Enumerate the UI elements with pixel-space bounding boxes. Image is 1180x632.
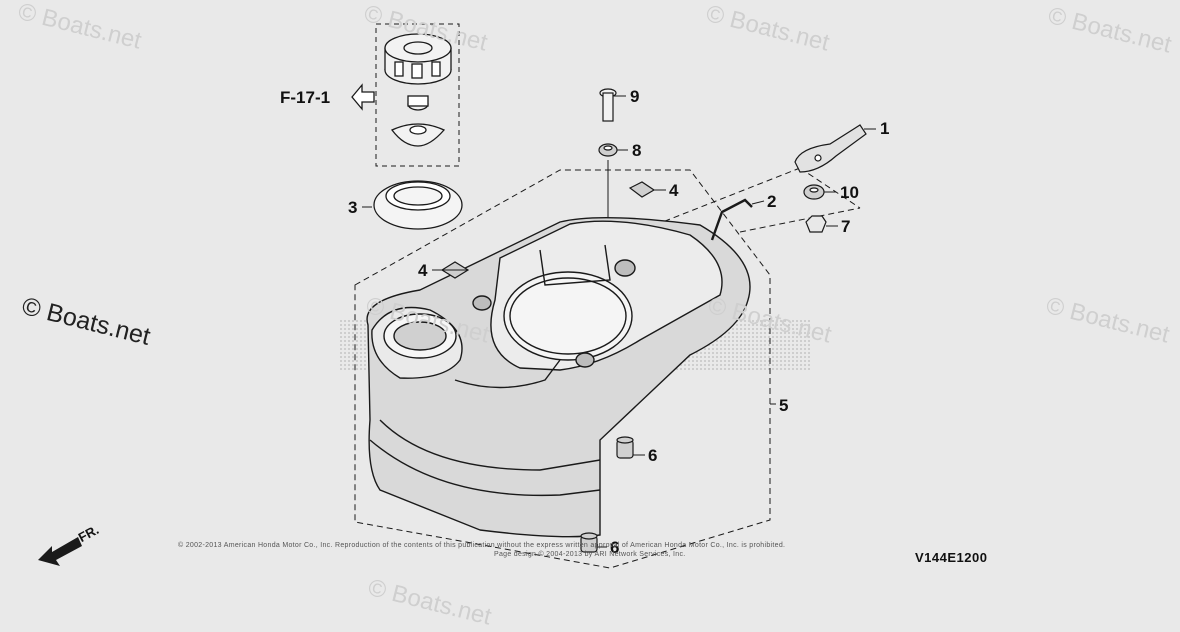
- callout-4-lower: 4: [418, 261, 428, 280]
- callout-7: 7: [841, 217, 851, 236]
- reference-arrow: [351, 83, 375, 111]
- grommet-part-3: [373, 180, 463, 230]
- copyright-notice: © 2002-2013 American Honda Motor Co., In…: [178, 542, 786, 549]
- grommet-part-6-lower: [580, 532, 598, 553]
- front-direction-arrow: [38, 537, 82, 566]
- callout-6-upper: 6: [648, 446, 658, 465]
- bolt-part-9: [599, 88, 617, 122]
- callout-3: 3: [348, 198, 358, 217]
- leader-lines: [362, 95, 876, 548]
- diagram-code: V144E1200: [915, 550, 988, 565]
- callout-8: 8: [632, 141, 642, 160]
- grommet-part-6-upper: [616, 436, 634, 459]
- callout-1: 1: [880, 119, 890, 138]
- fuel-cap: [384, 33, 452, 147]
- callout-2: 2: [767, 192, 777, 211]
- callout-4-upper: 4: [669, 181, 679, 200]
- callout-6-lower: 6: [610, 538, 620, 557]
- page-design-notice: Page design © 2004-2013 by ARI Network S…: [494, 551, 686, 558]
- upper-cover-part-5: [366, 216, 751, 538]
- cap-assembly-box: [375, 23, 460, 167]
- lever-part-1: [794, 124, 867, 173]
- diagram-drawing: [38, 23, 876, 569]
- callout-9: 9: [630, 87, 640, 106]
- callout-5: 5: [779, 396, 789, 415]
- nut-part-7: [805, 215, 827, 233]
- callout-10: 10: [840, 183, 859, 202]
- assembly-outline: [354, 169, 771, 569]
- reference-label: F-17-1: [280, 88, 331, 107]
- parts-diagram: [38, 23, 876, 569]
- rod-part-2: [710, 198, 753, 241]
- washer-part-10: [803, 184, 825, 200]
- washer-part-8: [598, 143, 618, 157]
- clip-part-4-upper: [628, 181, 656, 198]
